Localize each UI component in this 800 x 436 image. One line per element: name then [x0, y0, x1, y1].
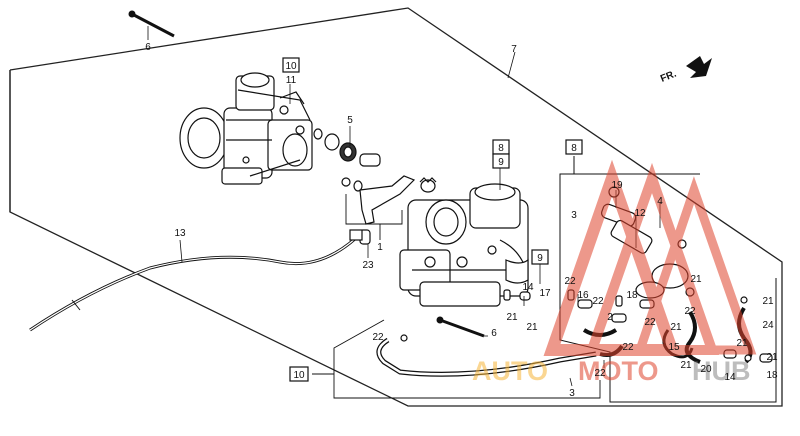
- callout-22-f: 22: [372, 332, 384, 343]
- callout-16: 16: [577, 290, 589, 301]
- bracket-part-1: [345, 194, 403, 240]
- callout-21-b: 21: [526, 322, 538, 333]
- callout-3-upper: 3: [571, 210, 577, 221]
- callout-9-small: 9: [537, 253, 543, 264]
- callout-22-d: 22: [684, 306, 696, 317]
- callout-5: 5: [347, 115, 353, 126]
- svg-text:FR.: FR.: [659, 68, 678, 84]
- box-label-10-top: [282, 57, 300, 73]
- watermark-text-moto: MOTO: [578, 356, 659, 386]
- callout-8-sub: 8: [571, 143, 577, 154]
- callout-22-b: 22: [592, 296, 604, 307]
- callout-21-c: 21: [690, 274, 702, 285]
- callout-6-top: 6: [145, 42, 151, 53]
- fuel-hose-part-3: [376, 334, 597, 377]
- callout-labels: 6 7 10 11 5 8 9 8 3 19 12 4 13 1 23 9 14…: [145, 42, 778, 399]
- callout-18-center: 18: [626, 290, 638, 301]
- callout-4: 4: [657, 196, 663, 207]
- box-label-10-lower: [289, 366, 309, 382]
- callout-2: 2: [607, 312, 613, 323]
- callout-21-e: 21: [680, 360, 692, 371]
- callout-10-lower: 10: [293, 370, 305, 381]
- callout-24: 24: [762, 320, 774, 331]
- screw-part-6-top: [128, 10, 175, 38]
- callout-21-h: 21: [766, 352, 778, 363]
- carburetor-upper-left: [179, 72, 313, 185]
- box-label-8-sub: [565, 139, 583, 155]
- callout-3-lower: 3: [569, 388, 575, 399]
- front-direction-arrow: FR.: [659, 56, 712, 85]
- callout-18-right: 18: [766, 370, 778, 381]
- callout-7: 7: [511, 44, 517, 55]
- callout-9: 9: [498, 157, 504, 168]
- linkage-shaft-part-1: [341, 175, 437, 225]
- callout-17: 17: [539, 288, 551, 299]
- callout-12: 12: [634, 208, 646, 219]
- callout-23: 23: [362, 260, 374, 271]
- callout-22-a: 22: [564, 276, 576, 287]
- callout-21-a: 21: [506, 312, 518, 323]
- callout-1: 1: [377, 242, 383, 253]
- callout-20: 20: [700, 364, 712, 375]
- watermark-text-auto: AUTO: [472, 356, 548, 386]
- label-boxes: [282, 57, 583, 382]
- callout-21-g: 21: [736, 338, 748, 349]
- throttle-cable-part-13: [29, 229, 363, 332]
- bracket-part-10-lower: [312, 319, 601, 399]
- screw-part-6-lower: [436, 316, 485, 338]
- callout-8: 8: [498, 143, 504, 154]
- callout-22-e: 22: [622, 342, 634, 353]
- washer-stack-part-5: [313, 128, 381, 167]
- callout-6-lower: 6: [491, 328, 497, 339]
- carburetor-center: [399, 183, 529, 307]
- callout-22-c: 22: [644, 317, 656, 328]
- callout-13: 13: [174, 228, 186, 239]
- callout-19: 19: [611, 180, 623, 191]
- callout-14-right: 14: [724, 372, 736, 383]
- callout-15: 15: [668, 342, 680, 353]
- watermark: AUTO MOTO HUB: [472, 159, 757, 386]
- box-label-9: [492, 153, 510, 169]
- callout-10-top: 10: [285, 61, 297, 72]
- callout-21-f: 21: [762, 296, 774, 307]
- callout-22-g: 22: [594, 368, 606, 379]
- assembly-frame: [9, 7, 783, 407]
- callout-11: 11: [286, 75, 297, 86]
- callout-14-left: 14: [522, 282, 534, 293]
- callout-21-d: 21: [670, 322, 682, 333]
- watermark-text-hub: HUB: [692, 356, 751, 386]
